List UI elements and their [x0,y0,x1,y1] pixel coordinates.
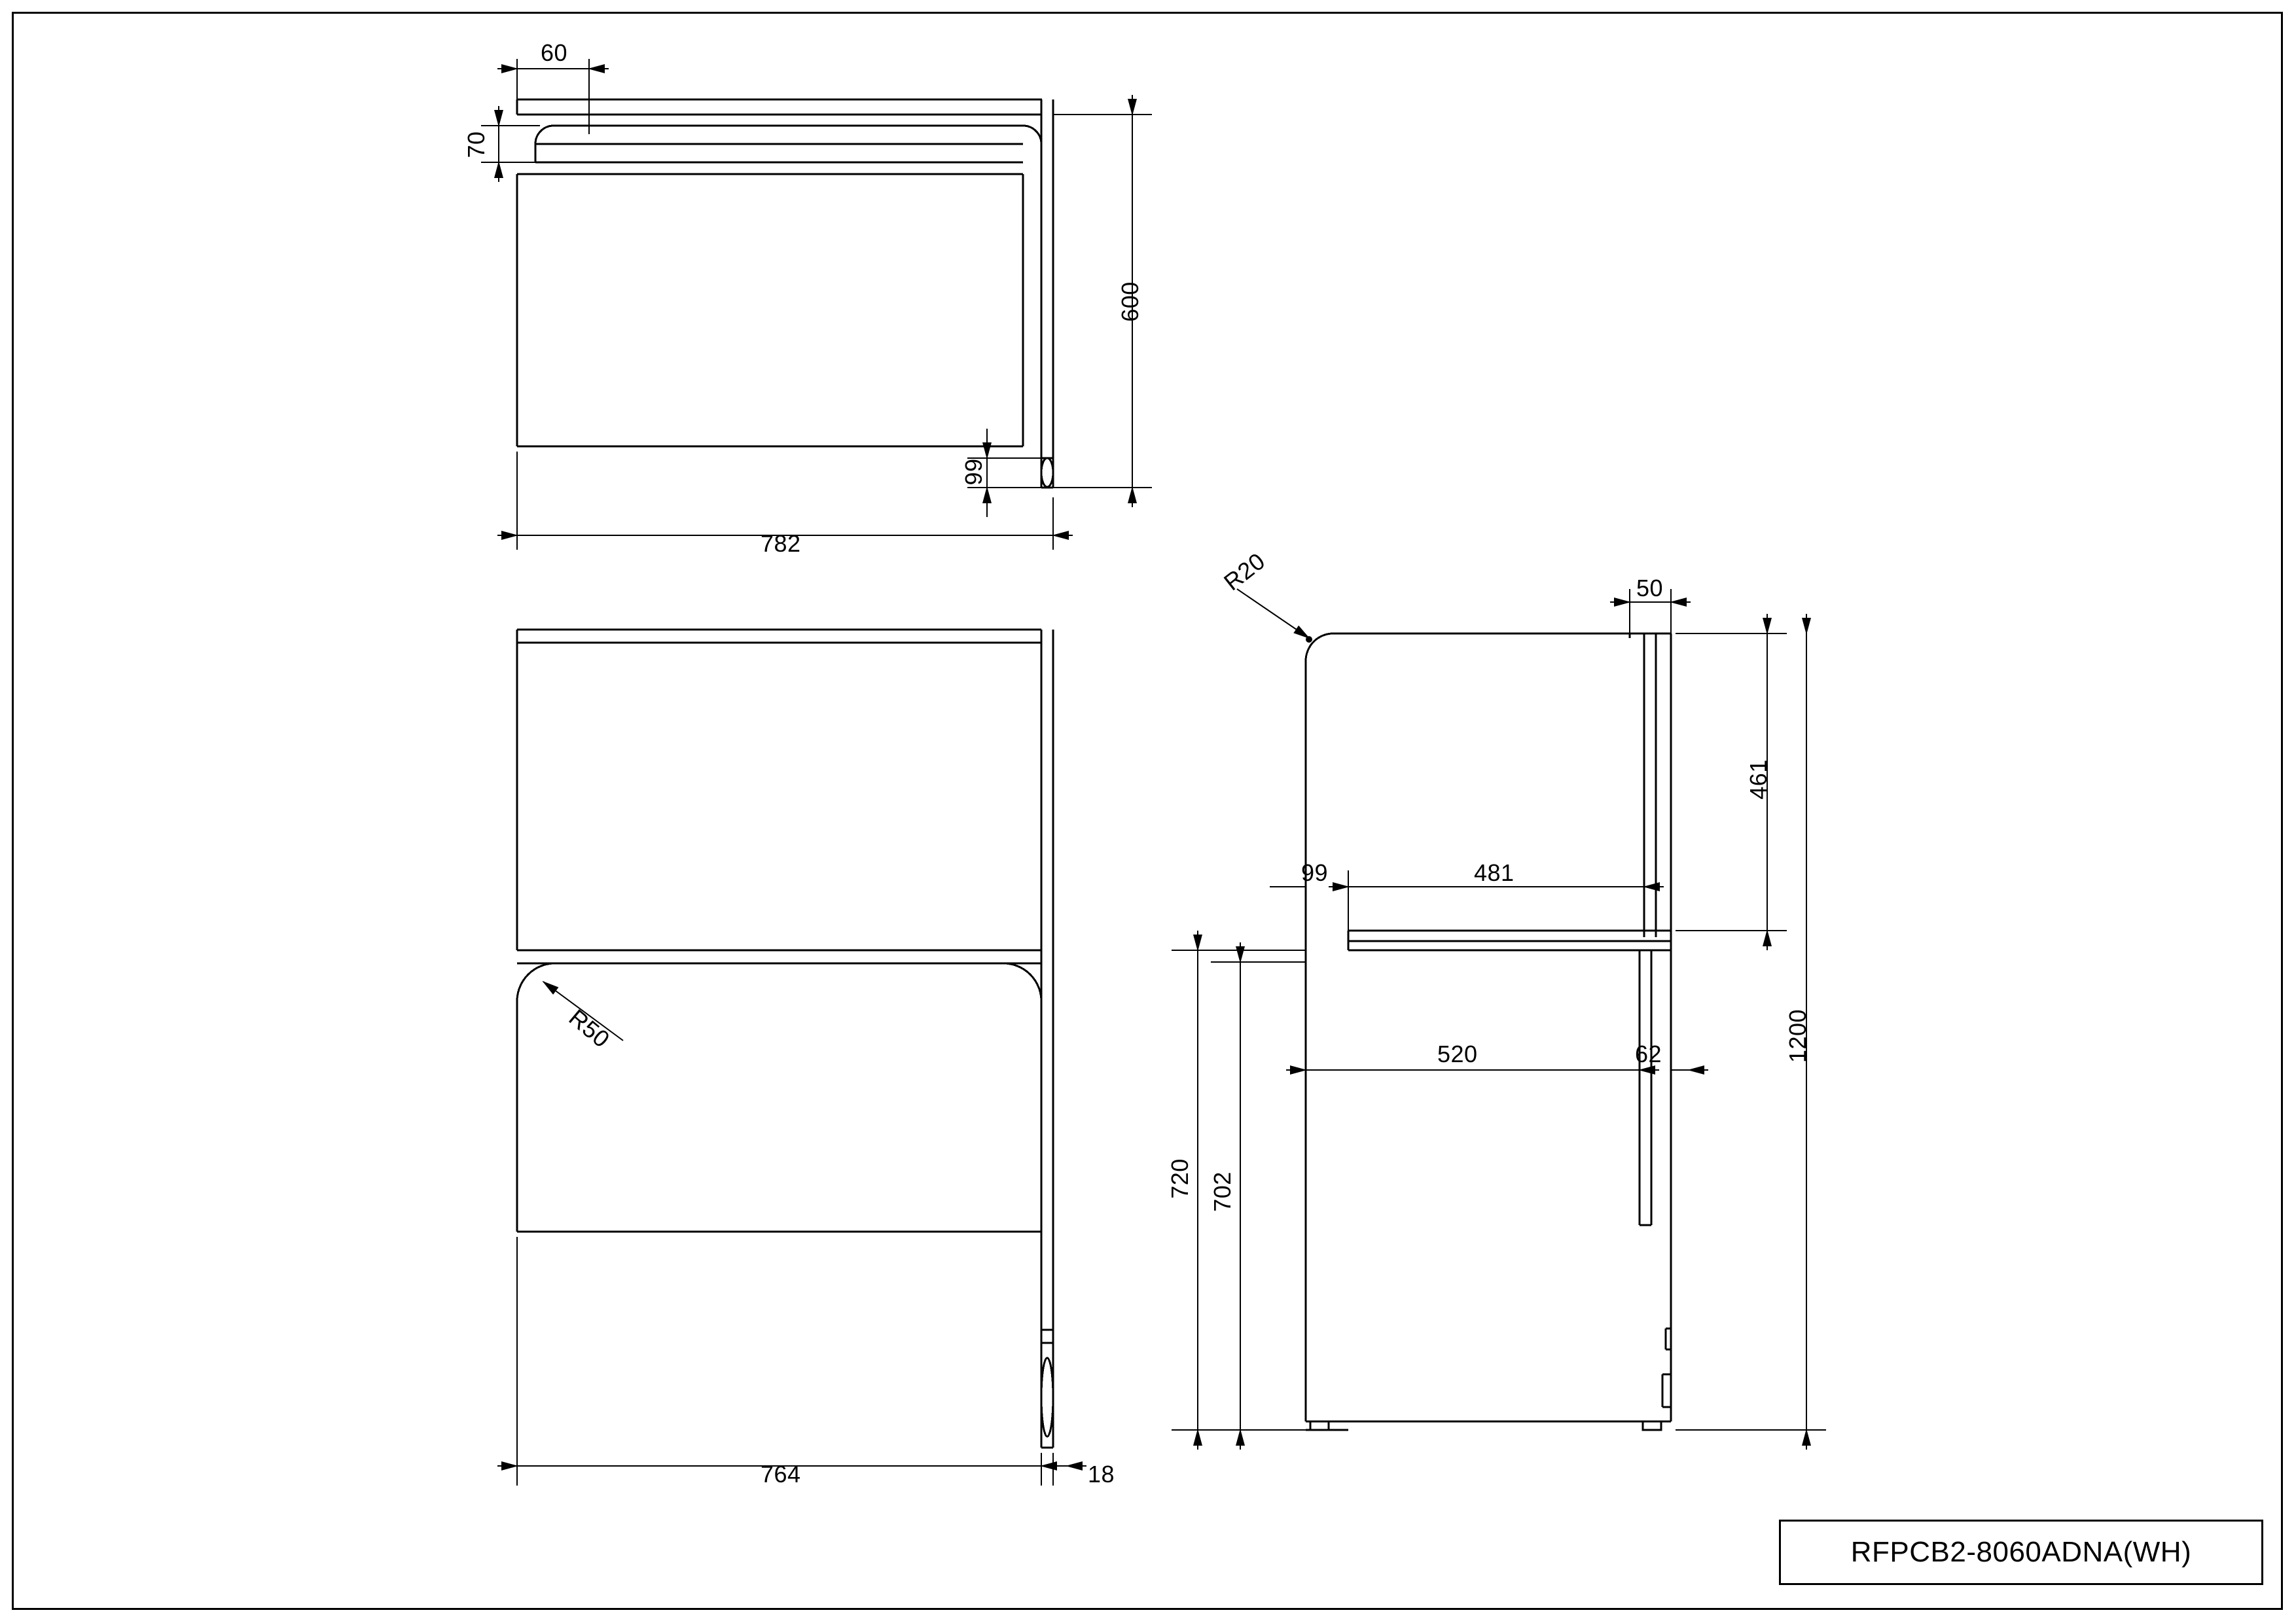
dim-70: 70 [463,131,490,158]
dim-1200: 1200 [1784,1008,1811,1063]
model-number: RFPCB2-8060ADNA(WH) [1850,1536,2192,1568]
dim-702: 702 [1209,1171,1236,1212]
dim-520: 520 [1437,1041,1478,1067]
dim-782: 782 [761,530,801,557]
dim-99-side: 99 [1301,859,1329,886]
title-block: RFPCB2-8060ADNA(WH) [1779,1520,2263,1585]
dim-18: 18 [1088,1461,1115,1488]
dim-60: 60 [541,39,568,66]
dim-764: 764 [761,1461,801,1488]
dim-720: 720 [1166,1158,1193,1199]
dim-99-top: 99 [960,458,987,486]
dim-461: 461 [1745,759,1772,800]
sheet-border [12,12,2283,1610]
dim-62: 62 [1635,1041,1662,1067]
dim-600: 600 [1117,281,1143,322]
dim-481: 481 [1474,859,1515,886]
dim-50: 50 [1636,575,1664,601]
